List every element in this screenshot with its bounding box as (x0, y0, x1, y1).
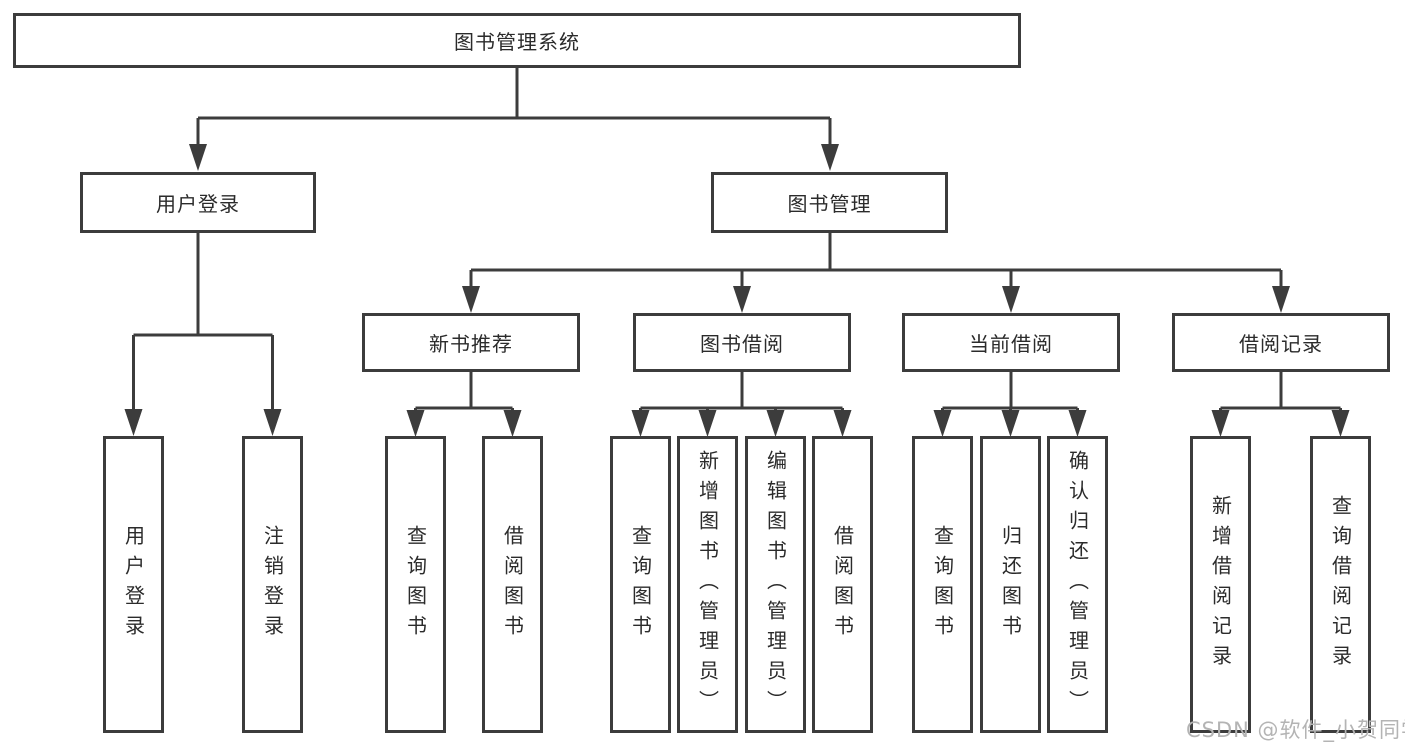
node-add-book-admin: 新增图书（管理员） (677, 436, 738, 733)
node-user-login: 用户登录 (80, 172, 316, 233)
node-new-book-recommend: 新书推荐 (362, 313, 580, 372)
connector-book-management-children (462, 233, 1290, 313)
node-root: 图书管理系统 (13, 13, 1021, 68)
node-book-management: 图书管理 (711, 172, 948, 233)
node-confirm-return-admin: 确认归还（管理员） (1047, 436, 1108, 733)
node-login: 用户登录 (103, 436, 164, 733)
node-return-books: 归还图书 (980, 436, 1041, 733)
node-logout: 注销登录 (242, 436, 303, 733)
node-query-borrow-record: 查询借阅记录 (1310, 436, 1371, 733)
connector-root-to-level2 (189, 68, 839, 171)
connector-current-borrow-children (933, 372, 1087, 437)
node-book-borrow: 图书借阅 (633, 313, 851, 372)
node-borrow-books-recommend: 借阅图书 (482, 436, 543, 733)
node-current-borrow: 当前借阅 (902, 313, 1120, 372)
connector-new-book-children (406, 372, 522, 437)
csdn-watermark: CSDN @软件_小贺同学 (1186, 718, 1405, 742)
node-add-borrow-record: 新增借阅记录 (1190, 436, 1251, 733)
node-borrow-books: 借阅图书 (812, 436, 873, 733)
node-borrow-records: 借阅记录 (1172, 313, 1390, 372)
node-query-books-borrow: 查询图书 (610, 436, 671, 733)
connector-user-login-children (124, 233, 282, 436)
connector-book-borrow-children (631, 372, 852, 437)
node-query-books-recommend: 查询图书 (385, 436, 446, 733)
node-edit-book-admin: 编辑图书（管理员） (745, 436, 806, 733)
connector-borrow-records-children (1211, 372, 1350, 437)
node-query-books-current: 查询图书 (912, 436, 973, 733)
